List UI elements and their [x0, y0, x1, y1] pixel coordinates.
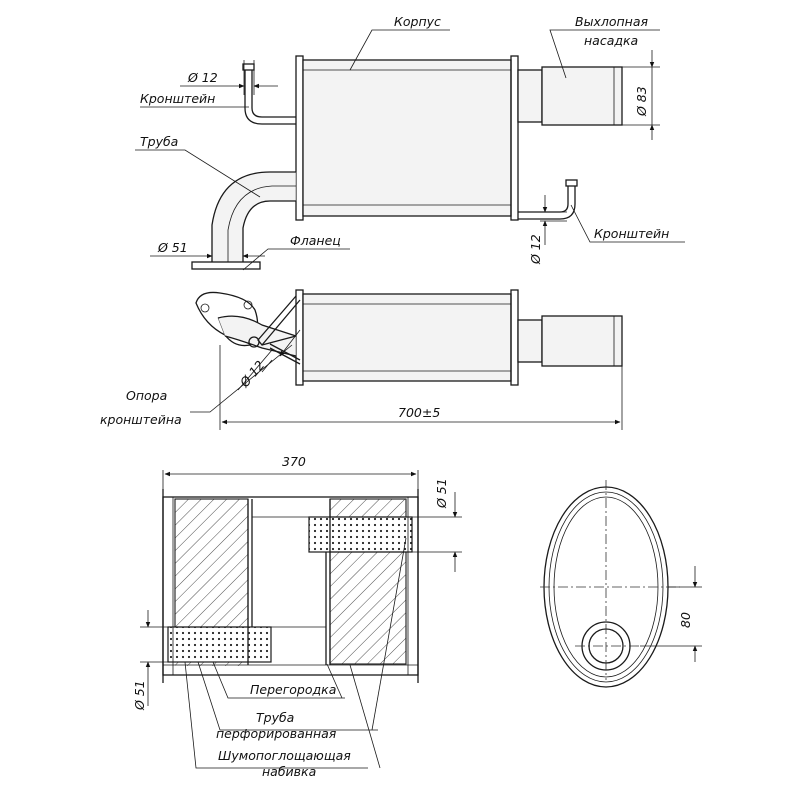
- packing-right-top: [329, 498, 407, 518]
- perforated-pipe-top: [308, 516, 413, 553]
- label-packing-2: набивка: [262, 764, 316, 779]
- label-tailpipe-2: насадка: [584, 33, 638, 48]
- bracket-support: [257, 295, 301, 347]
- label-bracket-right: Кронштейн: [594, 226, 669, 241]
- dim-bracket-right: Ø 12: [528, 234, 543, 265]
- dim-oval-offset: 80: [678, 612, 693, 628]
- muffler-body: [302, 59, 512, 217]
- label-packing-1: Шумопоглощающая: [218, 748, 351, 763]
- muffler-body-top: [302, 293, 512, 382]
- flange: [191, 261, 261, 270]
- dim-section-top: Ø 51: [434, 478, 449, 509]
- dim-bracket-top: Ø 12: [187, 70, 218, 85]
- body-flange-right: [510, 55, 519, 221]
- label-perf-pipe-1: Труба: [256, 710, 294, 725]
- label-support-1: Опора: [126, 388, 167, 403]
- perforated-pipe-bottom: [167, 626, 272, 663]
- bracket-right: [518, 186, 569, 213]
- label-bracket-top: Кронштейн: [140, 91, 215, 106]
- dim-section-bottom: Ø 51: [132, 680, 147, 711]
- packing-left: [174, 498, 249, 628]
- side-view: Ø 12 Ø 83 Ø 12 Ø 51 Корпус Выхлопная нас…: [135, 14, 685, 271]
- label-baffle: Перегородка: [250, 682, 336, 697]
- top-view: Ø 12 700±5 Опора кронштейна: [100, 289, 623, 430]
- dim-inlet: Ø 51: [157, 240, 188, 255]
- label-body: Корпус: [394, 14, 441, 29]
- dim-body-length: 370: [282, 454, 306, 469]
- bracket-top: [251, 70, 296, 118]
- end-view: 80: [540, 480, 702, 688]
- packing-left-bottom: [175, 662, 248, 666]
- label-support-2: кронштейна: [100, 412, 182, 427]
- packing-right: [329, 551, 407, 665]
- label-perf-pipe-2: перфорированная: [216, 726, 337, 741]
- section-view: 370 Ø 51 Ø 51 Перегородка Труба перфорир…: [132, 454, 462, 779]
- body-flange-left: [295, 55, 304, 221]
- dim-support: Ø 12: [236, 357, 267, 390]
- label-pipe: Труба: [140, 134, 178, 149]
- tailpipe: [517, 69, 543, 123]
- dim-tailpipe: Ø 83: [634, 86, 649, 117]
- inlet-pipe: [211, 171, 297, 263]
- dim-total-length: 700±5: [398, 405, 440, 420]
- label-tailpipe-1: Выхлопная: [575, 14, 648, 29]
- label-flange: Фланец: [290, 233, 341, 248]
